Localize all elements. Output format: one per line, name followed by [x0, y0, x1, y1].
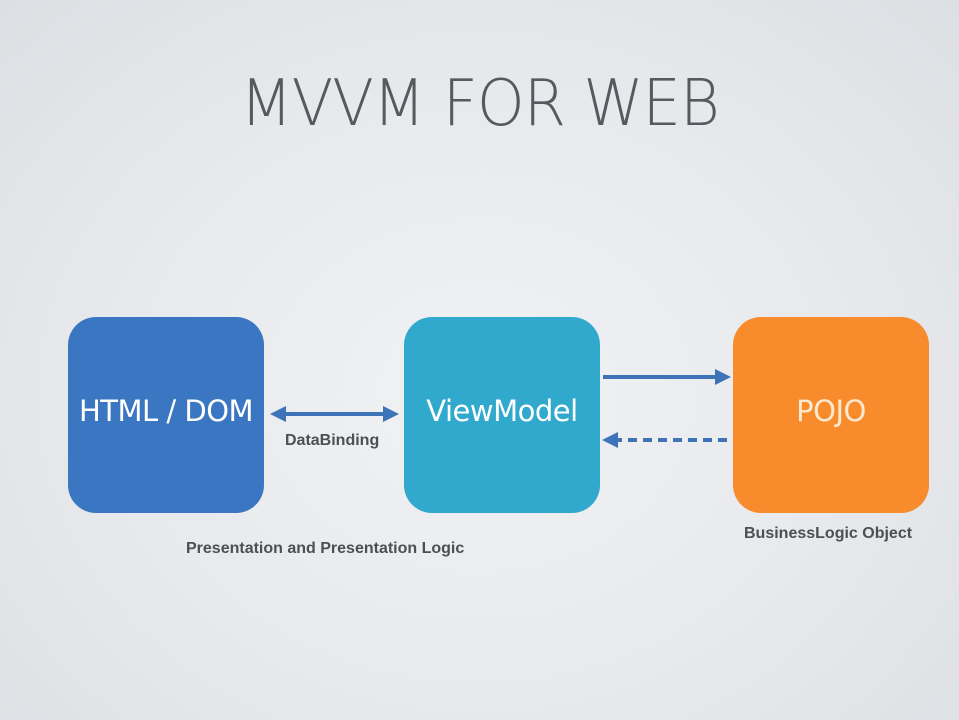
arrowhead-right-icon: [383, 406, 399, 422]
databinding-arrow: [270, 406, 399, 422]
arrowhead-left-icon: [602, 432, 618, 448]
viewmodel-label: ViewModel: [426, 394, 578, 428]
viewmodel-box: ViewModel: [404, 317, 600, 513]
arrowhead-left-icon: [270, 406, 286, 422]
arrowhead-right-icon: [715, 369, 731, 385]
business-logic-label: BusinessLogic Object: [744, 525, 913, 542]
request-arrow: [603, 369, 731, 385]
html-dom-label: HTML / DOM: [78, 394, 254, 428]
response-arrow: [602, 432, 727, 448]
slide-title: MVVM FOR WEB: [240, 67, 720, 141]
presentation-label: Presentation and Presentation Logic: [186, 540, 465, 557]
pojo-label: POJO: [796, 394, 866, 428]
html-dom-box: HTML / DOM: [68, 317, 264, 513]
databinding-label: DataBinding: [285, 432, 380, 449]
pojo-box: POJO: [733, 317, 929, 513]
